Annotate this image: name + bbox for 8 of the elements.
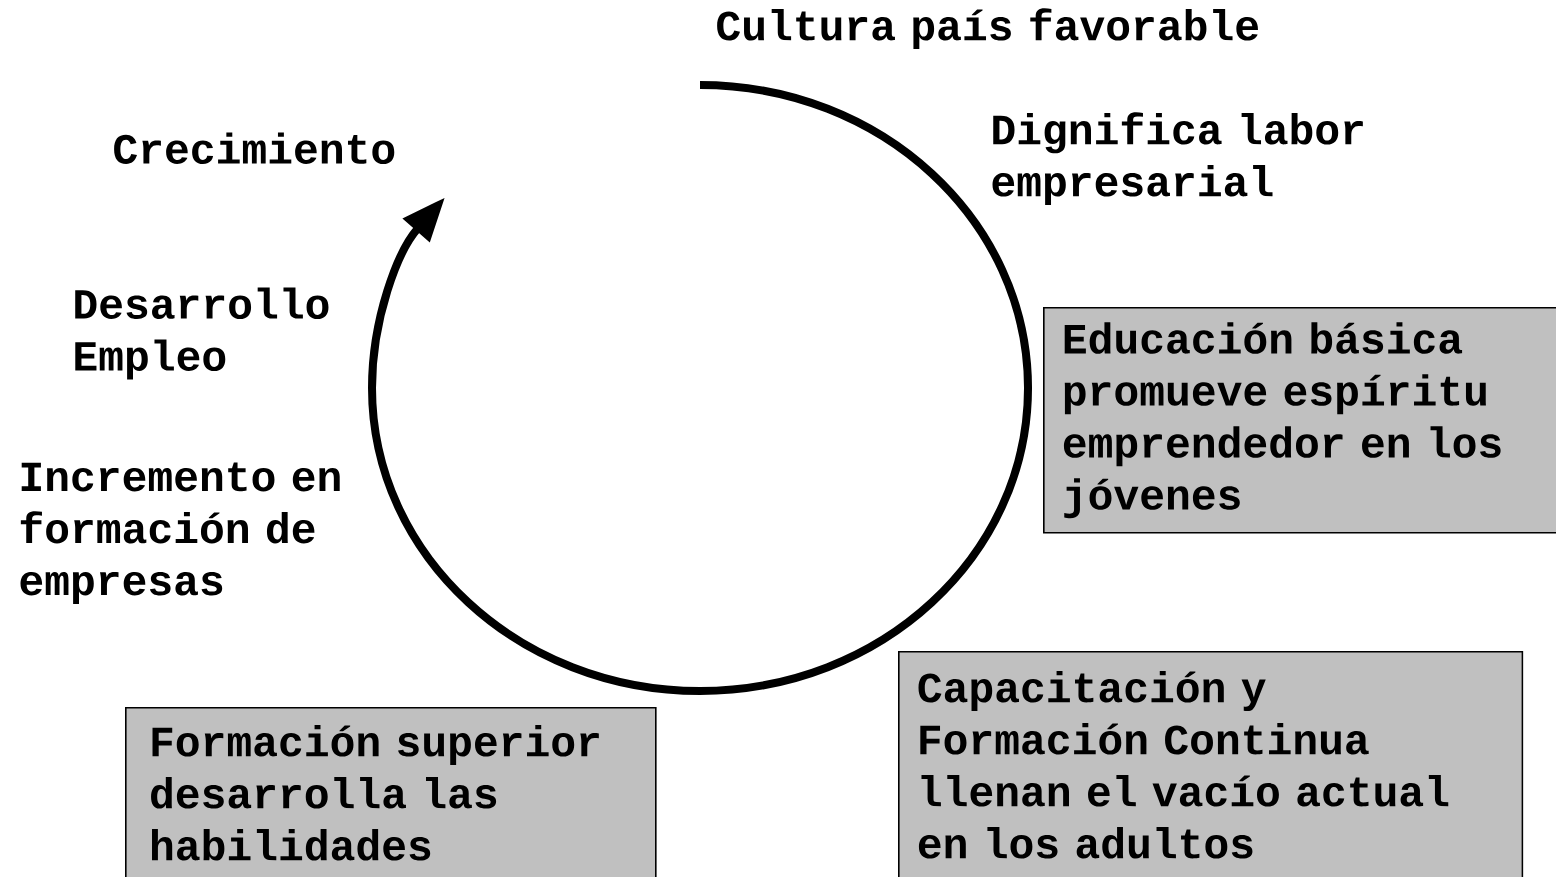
text-box: Formación superior desarrolla las habilidades	[125, 707, 657, 877]
text-label: Dignifica labor empresarial	[992, 112, 1363, 206]
text-label: Desarrollo Empleo	[75, 287, 329, 380]
text-label: Crecimiento	[114, 132, 395, 164]
text-box: Educación básica promueve espíritu emprendedor en los jóvenes	[1043, 307, 1556, 534]
text-box: Capacitación y Formación Continua llenan el vacío actual en los adultos	[898, 651, 1524, 877]
text-label: Incremento en formación de empresas	[20, 462, 340, 604]
text-label: Cultura país favorable	[717, 8, 1258, 50]
